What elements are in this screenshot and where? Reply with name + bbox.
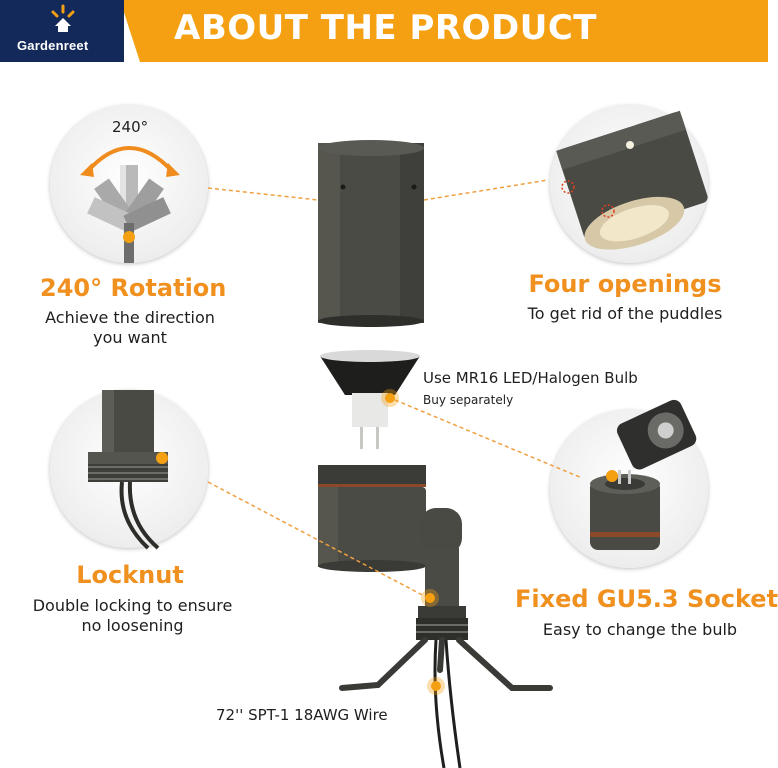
socket-desc: Easy to change the bulb — [542, 620, 738, 639]
rotation-detail-circle — [50, 105, 208, 263]
bulb-note: Buy separately — [423, 393, 514, 407]
rotation-desc-line2: you want — [93, 328, 167, 347]
rotation-title: 240° Rotation — [40, 274, 227, 302]
socket-title: Fixed GU5.3 Socket — [515, 585, 778, 613]
power-wire — [433, 639, 462, 768]
socket-illustration — [590, 399, 697, 550]
marker-dots — [381, 389, 445, 695]
socket-base — [318, 465, 426, 572]
swivel-stem — [416, 508, 468, 640]
tripod-stake — [339, 637, 553, 691]
openings-housing-illustration — [556, 110, 708, 250]
page-title: ABOUT THE PRODUCT — [174, 8, 597, 48]
locknut-desc-line1: Double locking to ensure — [32, 596, 233, 615]
rotation-arm-illustration — [80, 146, 180, 263]
openings-detail-circle — [550, 105, 708, 263]
socket-detail-circle — [550, 399, 708, 568]
brand-logo: Gardenreet — [0, 0, 124, 62]
sun-house-icon — [51, 4, 75, 32]
openings-title: Four openings — [528, 270, 722, 298]
mr16-bulb — [320, 350, 420, 449]
locknut-title: Locknut — [76, 561, 184, 589]
locknut-detail-circle — [50, 390, 208, 550]
locknut-desc-line2: no loosening — [81, 616, 184, 635]
header-bar: Gardenreet ABOUT THE PRODUCT — [0, 0, 768, 62]
bulb-label: Use MR16 LED/Halogen Bulb — [423, 369, 638, 387]
wire-label: 72'' SPT-1 18AWG Wire — [216, 706, 388, 724]
housing-cylinder — [318, 140, 424, 327]
locknut-illustration — [88, 390, 168, 550]
rotation-desc-line1: Achieve the direction — [45, 308, 215, 327]
leader-lines — [207, 179, 583, 599]
rotation-angle-label: 240° — [112, 118, 149, 136]
openings-desc: To get rid of the puddles — [527, 304, 723, 323]
brand-name: Gardenreet — [17, 38, 89, 53]
